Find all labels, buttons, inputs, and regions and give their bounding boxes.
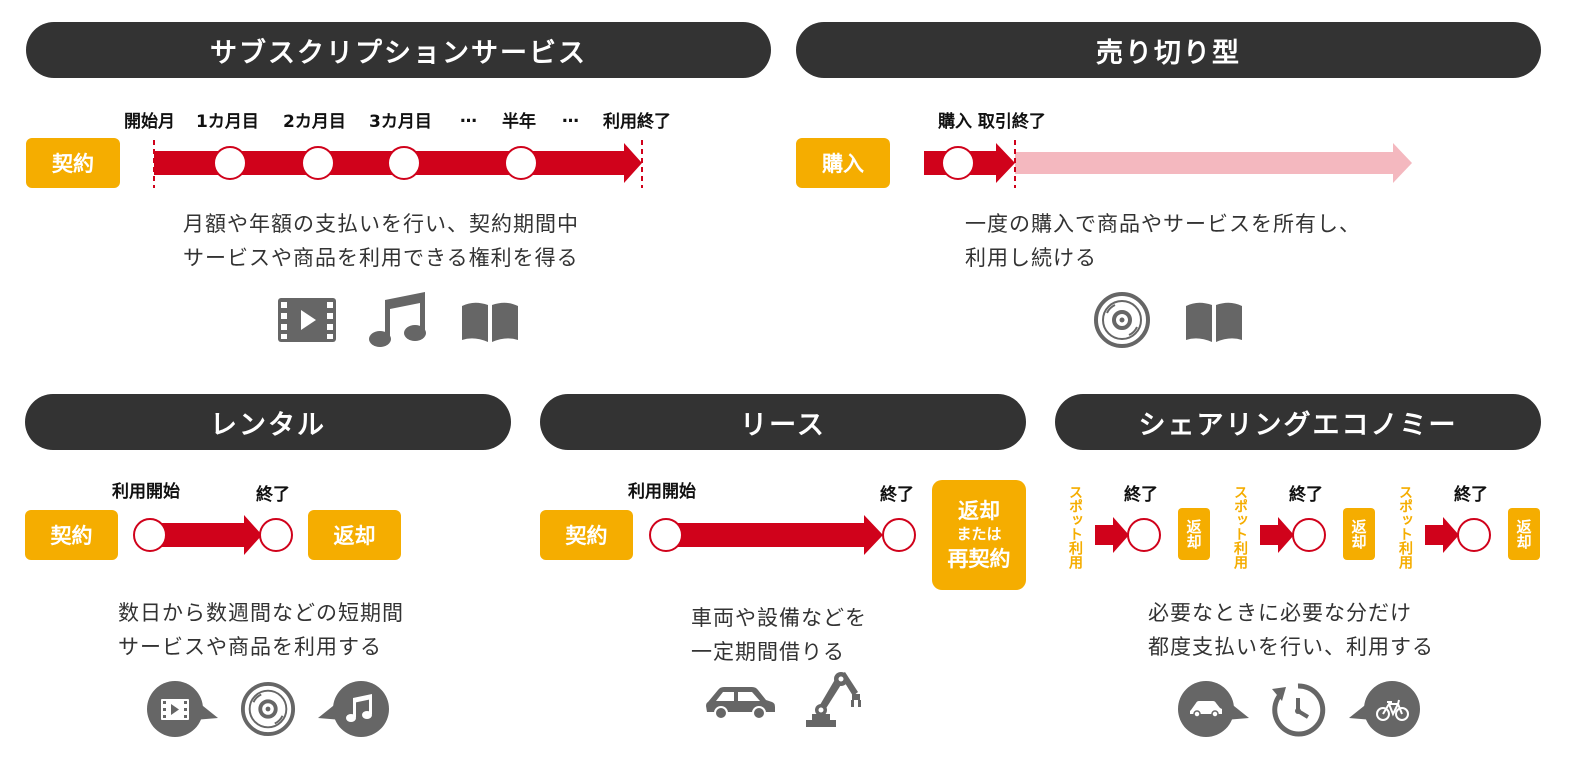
sharing-spot-label-3: スポット利用 bbox=[1397, 485, 1413, 569]
sellout-desc-line2: 利用し続ける bbox=[965, 246, 1097, 270]
lease-or-text: または bbox=[956, 525, 1002, 544]
car-bubble-icon bbox=[1178, 681, 1249, 737]
book-icon bbox=[1186, 302, 1242, 342]
header-sellout: 売り切り型 bbox=[796, 22, 1541, 78]
sharing-desc-line2: 都度支払いを行い、利用する bbox=[1148, 635, 1434, 659]
sellout-timeline-label: 購入 取引終了 bbox=[938, 112, 1046, 132]
timeline-label-ellipsis1: … bbox=[460, 107, 477, 127]
lease-arrow bbox=[649, 515, 916, 555]
lease-label-start: 利用開始 bbox=[628, 482, 696, 502]
sharing-return-label-3: 返却 bbox=[1514, 519, 1533, 549]
rental-contract-label: 契約 bbox=[50, 524, 93, 548]
rental-label-end: 終了 bbox=[256, 485, 290, 505]
rental-desc-line1: 数日から数週間などの短期間 bbox=[118, 601, 404, 625]
subscription-contract-label: 契約 bbox=[52, 152, 94, 176]
sharing-end-label-3: 終了 bbox=[1454, 485, 1488, 505]
music-bubble-icon bbox=[318, 681, 389, 737]
rental-return-tag: 返却 bbox=[308, 510, 401, 560]
rental-contract-tag: 契約 bbox=[25, 510, 118, 560]
lease-desc-line1: 車両や設備などを bbox=[691, 606, 867, 630]
sellout-desc-line1: 一度の購入で商品やサービスを所有し、 bbox=[965, 212, 1361, 236]
rental-label-start: 利用開始 bbox=[112, 482, 180, 502]
disc-icon bbox=[1094, 292, 1150, 348]
sharing-description: 必要なときに必要な分だけ 都度支払いを行い、利用する bbox=[1148, 596, 1434, 664]
lease-return-or-renew-box: 返却 または 再契約 bbox=[932, 480, 1026, 590]
timeline-label-halfyear: 半年 bbox=[502, 112, 536, 132]
sharing-return-tag-2: 返却 bbox=[1343, 508, 1375, 560]
sharing-end-label-1: 終了 bbox=[1124, 485, 1158, 505]
header-rental: レンタル bbox=[25, 394, 511, 450]
timeline-label-start: 開始月 bbox=[124, 112, 175, 132]
sharing-return-label-2: 返却 bbox=[1349, 519, 1368, 549]
lease-contract-label: 契約 bbox=[565, 524, 608, 548]
film-icon bbox=[278, 298, 336, 342]
rental-desc-line2: サービスや商品を利用する bbox=[118, 635, 382, 659]
lease-label-end: 終了 bbox=[880, 485, 914, 505]
subscription-desc-line2: サービスや商品を利用できる権利を得る bbox=[183, 246, 579, 270]
header-lease-title: リース bbox=[740, 409, 826, 441]
robot-arm-icon bbox=[806, 672, 861, 727]
sharing-return-label-1: 返却 bbox=[1184, 519, 1203, 549]
sellout-description: 一度の購入で商品やサービスを所有し、 利用し続ける bbox=[965, 207, 1361, 275]
header-sharing-title: シェアリングエコノミー bbox=[1138, 409, 1458, 441]
subscription-arrow bbox=[153, 140, 643, 188]
sharing-spot-label-2: スポット利用 bbox=[1232, 485, 1248, 569]
lease-desc-line2: 一定期間借りる bbox=[691, 640, 845, 664]
rental-description: 数日から数週間などの短期間 サービスや商品を利用する bbox=[118, 596, 404, 664]
book-icon bbox=[462, 302, 518, 342]
header-rental-title: レンタル bbox=[210, 409, 326, 441]
sellout-purchase-label: 購入 bbox=[822, 152, 864, 176]
lease-contract-tag: 契約 bbox=[540, 510, 633, 560]
header-sharing: シェアリングエコノミー bbox=[1055, 394, 1541, 450]
music-note-icon bbox=[369, 292, 426, 347]
clock-icon bbox=[1272, 683, 1326, 737]
sharing-return-tag-1: 返却 bbox=[1178, 508, 1210, 560]
header-lease: リース bbox=[540, 394, 1026, 450]
subscription-description: 月額や年額の支払いを行い、契約期間中 サービスや商品を利用できる権利を得る bbox=[183, 207, 579, 275]
sellout-arrow bbox=[924, 140, 1412, 188]
lease-return-text: 返却 bbox=[958, 499, 1000, 524]
sharing-end-label-2: 終了 bbox=[1289, 485, 1323, 505]
sellout-purchase-tag: 購入 bbox=[796, 138, 890, 188]
timeline-label-month2: 2カ月目 bbox=[283, 112, 346, 132]
header-subscription: サブスクリプションサービス bbox=[26, 22, 771, 78]
timeline-label-end: 利用終了 bbox=[603, 112, 671, 132]
rental-return-label: 返却 bbox=[333, 524, 376, 548]
sharing-spot-label-1: スポット利用 bbox=[1067, 485, 1083, 569]
sharing-return-tag-3: 返却 bbox=[1508, 508, 1540, 560]
rental-arrow bbox=[133, 515, 293, 555]
sharing-arrows bbox=[1095, 517, 1491, 553]
car-icon bbox=[706, 687, 775, 720]
subscription-desc-line1: 月額や年額の支払いを行い、契約期間中 bbox=[183, 212, 579, 236]
timeline-label-ellipsis2: … bbox=[562, 107, 579, 127]
lease-description: 車両や設備などを 一定期間借りる bbox=[691, 601, 867, 669]
disc-icon bbox=[240, 681, 296, 737]
film-bubble-icon bbox=[147, 681, 218, 737]
sharing-desc-line1: 必要なときに必要な分だけ bbox=[1148, 601, 1412, 625]
lease-renew-text: 再契約 bbox=[947, 546, 1011, 571]
header-subscription-title: サブスクリプションサービス bbox=[210, 37, 587, 69]
header-sellout-title: 売り切り型 bbox=[1096, 37, 1241, 69]
subscription-contract-tag: 契約 bbox=[26, 138, 120, 188]
bicycle-bubble-icon bbox=[1349, 681, 1420, 737]
timeline-label-month1: 1カ月目 bbox=[196, 112, 259, 132]
timeline-label-month3: 3カ月目 bbox=[369, 112, 432, 132]
